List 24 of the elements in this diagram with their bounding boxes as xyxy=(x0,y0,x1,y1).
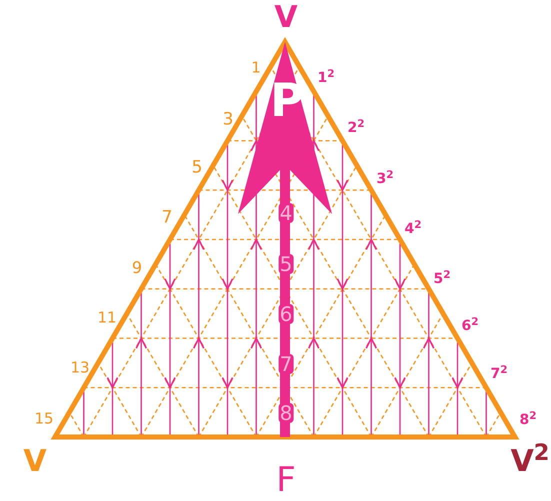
label: 6$^{2}$ xyxy=(461,319,479,333)
label: 5 xyxy=(192,160,202,176)
label: 9 xyxy=(132,260,142,276)
label: 4$^{2}$ xyxy=(404,222,422,236)
label: 11 xyxy=(97,310,117,326)
label: 1 xyxy=(251,60,261,76)
label: 13 xyxy=(70,360,90,376)
label: 7 xyxy=(278,354,294,374)
label: F xyxy=(276,463,296,497)
label: 3$^{2}$ xyxy=(376,172,394,186)
label: 6 xyxy=(278,304,294,324)
label: V xyxy=(23,447,47,477)
label: 8 xyxy=(278,403,294,423)
label: 8$^{2}$ xyxy=(519,413,537,427)
label: 4 xyxy=(278,203,294,223)
label: 3 xyxy=(222,112,234,128)
label: 15 xyxy=(34,412,54,426)
label: 7 xyxy=(162,210,172,226)
label: 1$^{2}$ xyxy=(317,71,335,85)
label: 2$^{2}$ xyxy=(347,121,365,135)
label: 5 xyxy=(278,254,294,274)
label: V xyxy=(274,3,298,33)
label: 5$^{2}$ xyxy=(433,272,451,286)
label: 7$^{2}$ xyxy=(490,367,508,381)
